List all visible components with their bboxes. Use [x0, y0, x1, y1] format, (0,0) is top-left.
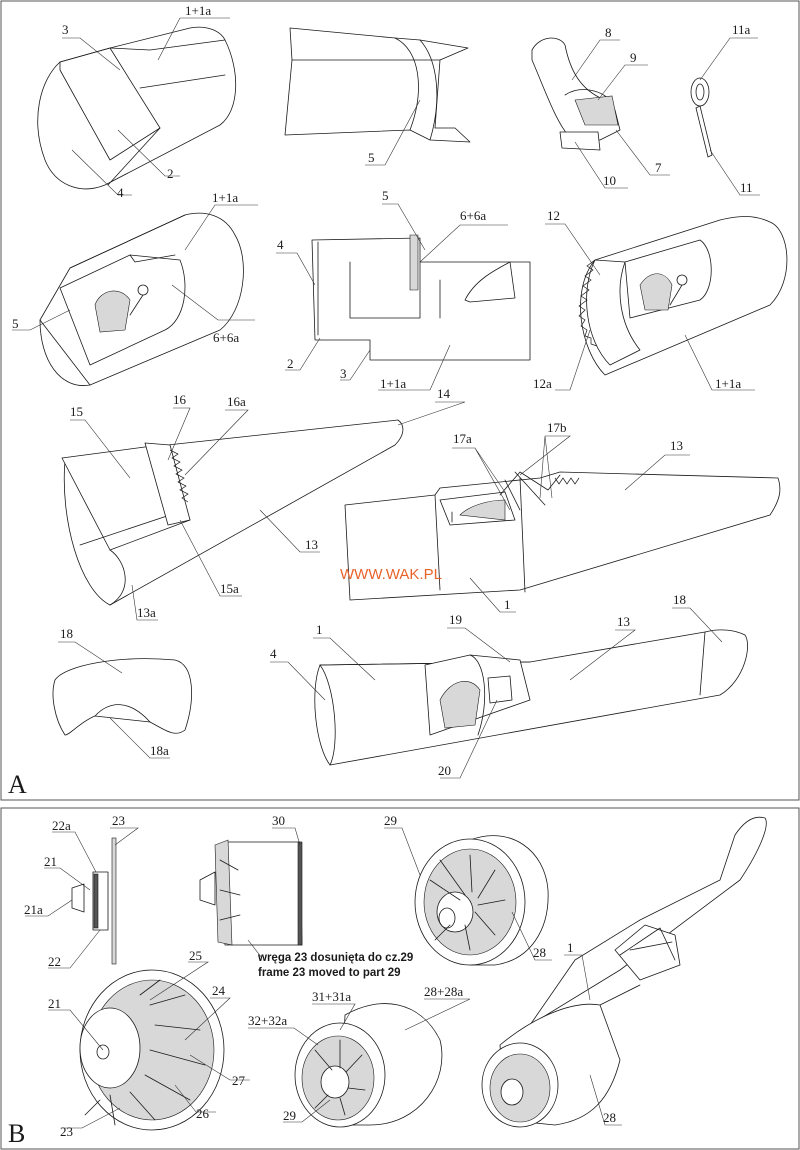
- part-5-drawing: [284, 27, 471, 143]
- label: 15: [70, 404, 83, 419]
- label: 25: [189, 948, 202, 963]
- part-13-drawing: [61, 419, 404, 606]
- label: 20: [438, 763, 451, 778]
- label: 18: [673, 592, 686, 607]
- fuselage-cockpit-drawing: [39, 212, 244, 386]
- label: 28+28a: [424, 984, 463, 999]
- label: 18a: [150, 743, 169, 758]
- label: 1+1a: [212, 190, 238, 205]
- panel-b-frame: [0, 807, 800, 1150]
- label: 18: [60, 626, 73, 641]
- label: 13a: [137, 605, 156, 620]
- label: 26: [196, 1106, 210, 1121]
- label: 4: [270, 646, 277, 661]
- label: 16a: [227, 394, 246, 409]
- label: 32+32a: [248, 1013, 287, 1028]
- panel-a-letter: A: [8, 770, 27, 799]
- label: 8: [605, 25, 612, 40]
- label: 12: [547, 208, 560, 223]
- labels-panel-b: 22a 23 21 21a 22 30 29 28 25 24 21 27: [24, 813, 622, 1139]
- control-stick-drawing: [690, 77, 713, 158]
- side-cutaway-drawing: [311, 234, 531, 361]
- label: 21a: [24, 902, 43, 917]
- label: 1+1a: [715, 376, 741, 391]
- label: 22: [48, 954, 61, 969]
- label: 6+6a: [460, 208, 486, 223]
- label: 2: [167, 166, 174, 181]
- label: 6+6a: [213, 330, 239, 345]
- label: 29: [283, 1108, 296, 1123]
- label: 10: [603, 173, 616, 188]
- label: 4: [117, 185, 124, 200]
- label: 2: [287, 356, 294, 371]
- nacelle-assembly-drawing: [294, 1003, 443, 1128]
- label: 16: [173, 392, 187, 407]
- label: 13: [617, 614, 630, 629]
- label: 12a: [533, 376, 552, 391]
- engine-face-drawing: [79, 969, 225, 1131]
- note-leader: [247, 939, 263, 959]
- label: 5: [382, 188, 389, 203]
- nose-section-drawing: [37, 26, 237, 190]
- label: 29: [384, 813, 397, 828]
- label: 11: [740, 180, 753, 195]
- label: 14: [437, 386, 451, 401]
- label: 1: [567, 940, 574, 955]
- label: 5: [12, 316, 19, 331]
- label: 21: [48, 996, 61, 1011]
- fuselage-assembly-drawing: [314, 629, 748, 766]
- part-30-drawing: [199, 839, 303, 946]
- label: 24: [212, 983, 226, 998]
- part-18-drawing: [52, 658, 192, 736]
- label: 3: [62, 22, 69, 37]
- label: 13: [670, 438, 683, 453]
- label: 1+1a: [185, 3, 211, 18]
- label: 28: [603, 1110, 616, 1125]
- label: 23: [112, 813, 125, 828]
- label: 5: [368, 150, 375, 165]
- seat-drawing: [531, 37, 621, 151]
- label: 7: [655, 160, 662, 175]
- panel-a-frame: [0, 0, 800, 801]
- fuselage-cockpit-frames-drawing: [344, 471, 781, 601]
- label: 31+31a: [312, 989, 351, 1004]
- label: 17b: [547, 420, 567, 435]
- label: 3: [340, 366, 347, 381]
- label: 15a: [220, 581, 239, 596]
- label: 28: [533, 945, 546, 960]
- label: 19: [449, 612, 462, 627]
- panel-b-letter: B: [8, 1119, 25, 1148]
- watermark: WWW.WAK.PL: [340, 566, 442, 583]
- engine-nacelle-drawing: [414, 835, 549, 966]
- label: 13: [305, 537, 318, 552]
- label: 23: [60, 1124, 73, 1139]
- aircraft-engine-assembly-drawing: [481, 816, 767, 1128]
- label: 21: [44, 854, 57, 869]
- frames-exploded-drawing: [71, 837, 117, 965]
- label: 1: [316, 622, 323, 637]
- labels-panel-a: 3 1+1a 2 4 5 8 9 7 10 11a 11 1+1a: [12, 3, 760, 779]
- label: 4: [277, 237, 284, 252]
- label: 1: [504, 597, 511, 612]
- label: 22a: [52, 818, 71, 833]
- label: 9: [630, 50, 637, 65]
- label: 17a: [453, 431, 472, 446]
- label: 27: [232, 1073, 246, 1088]
- fuselage-frame-12-drawing: [578, 216, 788, 376]
- label: 30: [272, 813, 285, 828]
- note-polish: wręga 23 dosunięta do cz.29: [257, 952, 413, 964]
- label: 1+1a: [380, 376, 406, 391]
- label: 11a: [732, 22, 751, 37]
- note-english: frame 23 moved to part 29: [258, 967, 401, 979]
